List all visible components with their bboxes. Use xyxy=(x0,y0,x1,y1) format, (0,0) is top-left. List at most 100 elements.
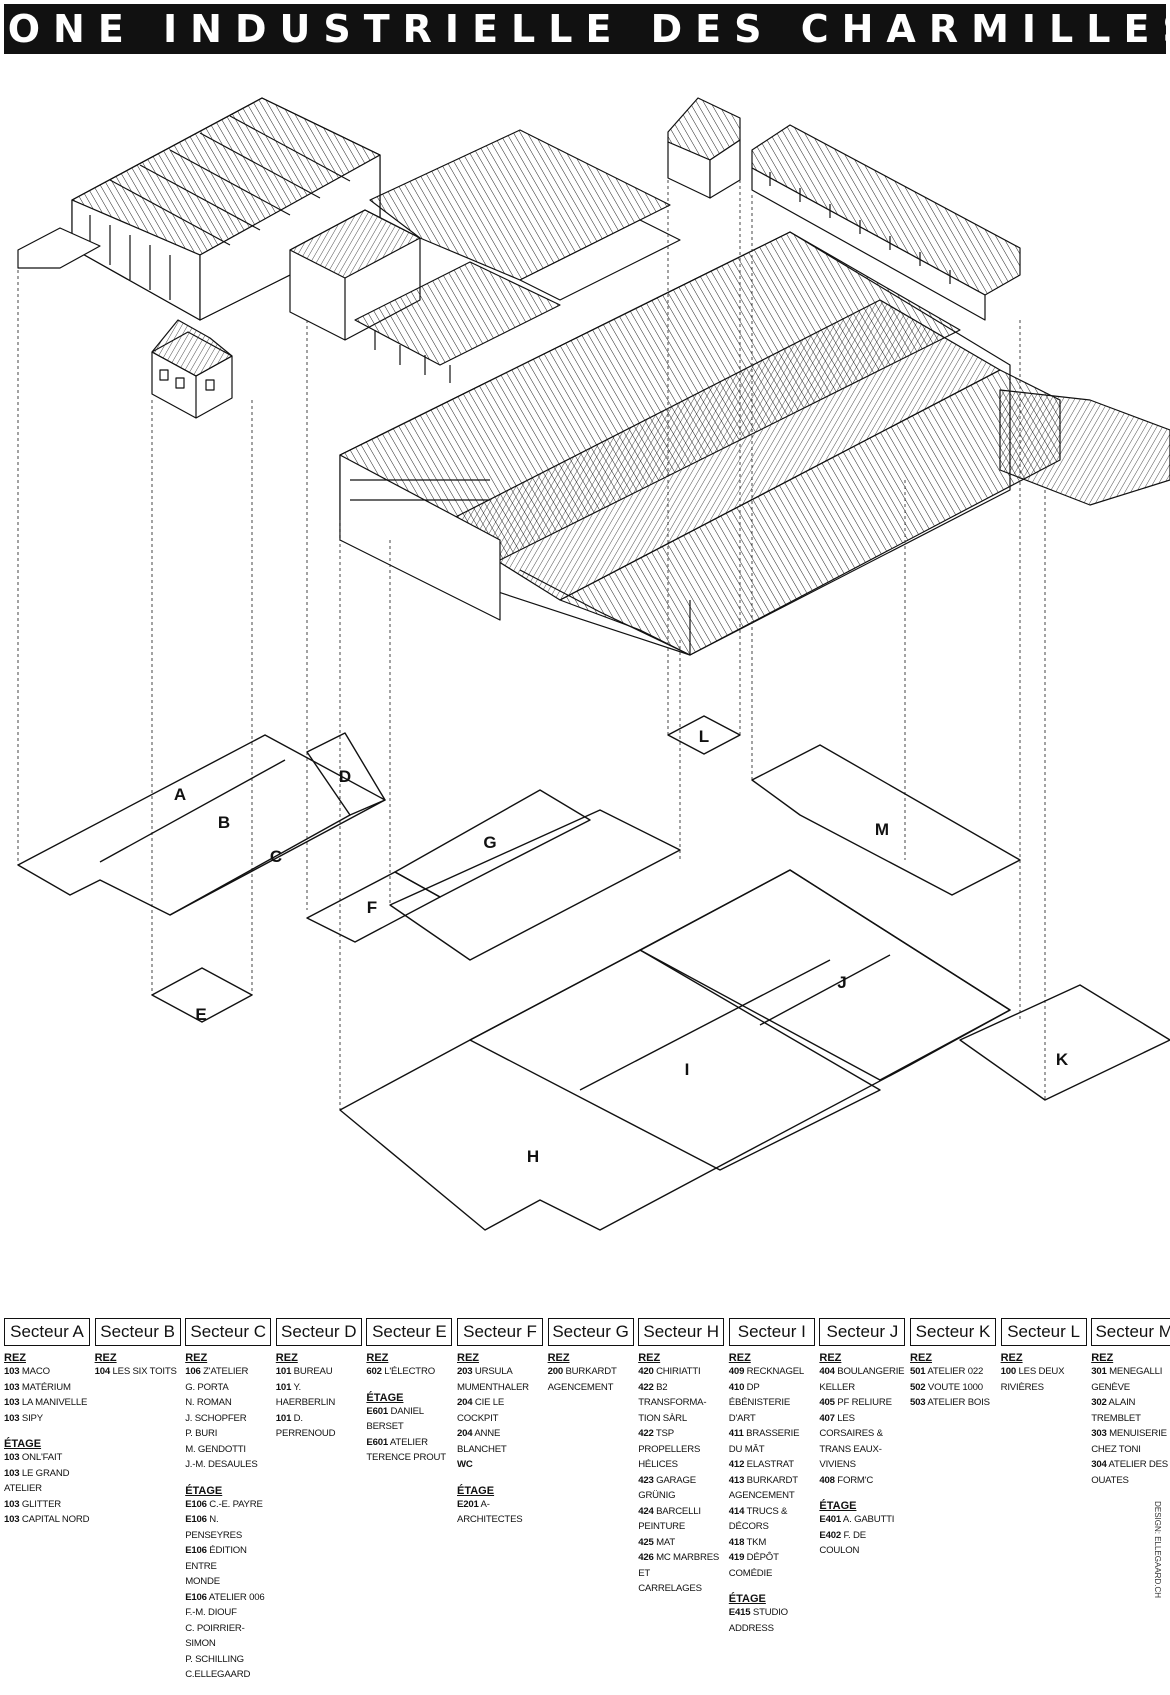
zone-d-outline xyxy=(306,732,386,816)
zone-label-h: H xyxy=(527,1147,539,1166)
tenant-entry: 408 FORM'C xyxy=(819,1473,905,1489)
tenant-name: MATÉRIUM xyxy=(19,1381,71,1393)
tenant-entry: E106 ATELIER 006 F.-M. DIOUF C. POIRRIER… xyxy=(185,1590,271,1683)
unit-number: E601 xyxy=(366,1405,388,1417)
zone-e-outline xyxy=(151,967,253,1023)
unit-number: 410 xyxy=(728,1381,745,1393)
unit-number: 103 xyxy=(4,1467,20,1479)
unit-number: E106 xyxy=(185,1498,207,1510)
unit-number: E402 xyxy=(819,1529,841,1541)
floor-label: ÉTAGE xyxy=(366,1391,404,1404)
unit-number: 103 xyxy=(4,1514,20,1525)
tenant-name: BARCELLI PEINTURE xyxy=(638,1505,701,1533)
floor-plans xyxy=(17,715,1170,1231)
tenant-entry: 103 CAPITAL NORD xyxy=(4,1512,90,1528)
floor-label: ÉTAGE xyxy=(185,1484,223,1497)
tenant-entry: 422 TSP PROPELLERS HÉLICES xyxy=(638,1426,724,1473)
tenant-entry: 200 BURKARDT AGENCEMENT xyxy=(548,1364,634,1395)
tenant-entry: 503 ATELIER BOIS xyxy=(910,1395,996,1411)
unit-number: E401 xyxy=(819,1514,841,1525)
unit-number: 502 xyxy=(910,1381,926,1393)
tenant-name: BURKARDT AGENCEMENT xyxy=(547,1366,617,1393)
unit-number: 103 xyxy=(4,1381,20,1393)
tenant-entry: 103 MATÉRIUM xyxy=(4,1380,90,1396)
building-hij xyxy=(339,231,1170,656)
tenant-entry: E106 C.-E. PAYRE xyxy=(185,1497,271,1513)
projection-lines xyxy=(17,180,1046,1110)
unit-number: 103 xyxy=(4,1452,20,1463)
tenant-entry: 106 Z'ATELIER G. PORTA N. ROMAN J. SCHOP… xyxy=(185,1364,271,1473)
tenant-entry: 426 MC MARBRES ET CARRELAGES xyxy=(638,1550,724,1597)
floor-label: ÉTAGE xyxy=(728,1593,766,1605)
building-m xyxy=(751,124,1021,321)
unit-number: 404 xyxy=(819,1366,835,1377)
tenant-name: DP ÉBÉNISTERIE D'ART xyxy=(728,1381,791,1424)
page-title: ZONE INDUSTRIELLE DES CHARMILLES xyxy=(0,7,1170,51)
unit-number: 103 xyxy=(4,1366,20,1377)
floor-label: REZ xyxy=(638,1352,661,1364)
tenant-name: BRASSERIE DU MÂT xyxy=(728,1428,800,1455)
unit-number: 103 xyxy=(4,1397,20,1408)
unit-number: 303 xyxy=(1091,1428,1107,1439)
tenant-entry: 411 BRASSERIE DU MÂT xyxy=(729,1426,815,1457)
tenant-entry: 412 ELASTRAT xyxy=(729,1457,815,1473)
floor-label: REZ xyxy=(366,1352,389,1364)
tenant-entry: 407 LES CORSAIRES & TRANS EAUX-VIVIENS xyxy=(819,1411,905,1473)
tenant-name: ATELIER DES OUATES xyxy=(1091,1459,1169,1486)
zone-label-c: C xyxy=(270,847,282,866)
zone-label-e: E xyxy=(195,1005,206,1024)
tenant-entry: 203 URSULA MUMENTHALER xyxy=(457,1364,543,1395)
tenant-name: BOULANGERIE KELLER xyxy=(819,1366,905,1393)
tenant-name: SIPY xyxy=(19,1412,43,1424)
tenant-name: BURKARDT AGENCEMENT xyxy=(728,1474,798,1502)
sector-heading: Secteur K xyxy=(910,1318,996,1346)
tenant-name: FORM'C xyxy=(834,1474,874,1486)
tenant-name: CIE LE COCKPIT xyxy=(457,1397,505,1424)
tenant-name: Z'ATELIER G. PORTA N. ROMAN J. SCHOPFER … xyxy=(185,1366,258,1470)
unit-number: 419 xyxy=(728,1552,745,1563)
tenant-entry: E601 DANIEL BERSET xyxy=(366,1404,452,1435)
tenant-entry: 420 CHIRIATTI xyxy=(638,1364,724,1380)
tenant-entry: E201 A-ARCHITECTES xyxy=(457,1497,543,1528)
unit-number: 302 xyxy=(1091,1397,1107,1408)
unit-number: 425 xyxy=(638,1536,654,1548)
tenant-entry: 101 BUREAU xyxy=(276,1364,362,1380)
tenant-entry: 423 GARAGE GRÜNIG xyxy=(638,1473,724,1504)
unit-number: 103 xyxy=(4,1412,20,1424)
tenant-name: ATELIER 022 xyxy=(925,1366,984,1377)
zone-label-d: D xyxy=(339,767,351,786)
unit-number: E106 xyxy=(185,1514,207,1525)
tenant-name: CAPITAL NORD xyxy=(19,1514,90,1525)
zone-label-i: I xyxy=(685,1060,690,1079)
unit-number: E106 xyxy=(185,1545,207,1556)
unit-number: 407 xyxy=(819,1412,835,1424)
sector-heading: Secteur D xyxy=(275,1318,362,1346)
tenant-name: LES DEUX RIVIÈRES xyxy=(1000,1366,1065,1393)
building-l xyxy=(667,97,741,199)
tenant-entry: 204 ANNE BLANCHET xyxy=(457,1426,543,1457)
unit-number: 101 xyxy=(275,1412,292,1424)
zone-label-g: G xyxy=(483,833,496,852)
sector-heading: Secteur A xyxy=(4,1318,90,1346)
tenant-name: B2 TRANSFORMA- TION SÀRL xyxy=(638,1381,707,1424)
tenant-entry: 419 DÉPÔT COMÉDIE xyxy=(729,1550,815,1581)
unit-number: 418 xyxy=(728,1536,745,1548)
tenant-entry: 502 VOUTE 1000 xyxy=(910,1380,996,1396)
tenant-name: MENEGALLI GENÈVE xyxy=(1091,1366,1163,1393)
tenant-entry: 303 MENUISERIE CHEZ TONI xyxy=(1091,1426,1170,1457)
tenant-name: L'ÉLECTRO xyxy=(381,1366,435,1377)
tenant-name: TRUCS & DÉCORS xyxy=(728,1505,788,1533)
floor-label: REZ xyxy=(728,1352,751,1364)
tenant-name: MACO xyxy=(19,1366,50,1377)
tenant-name: RECKNAGEL xyxy=(744,1366,805,1377)
tenant-entry: 410 DP ÉBÉNISTERIE D'ART xyxy=(729,1380,815,1427)
